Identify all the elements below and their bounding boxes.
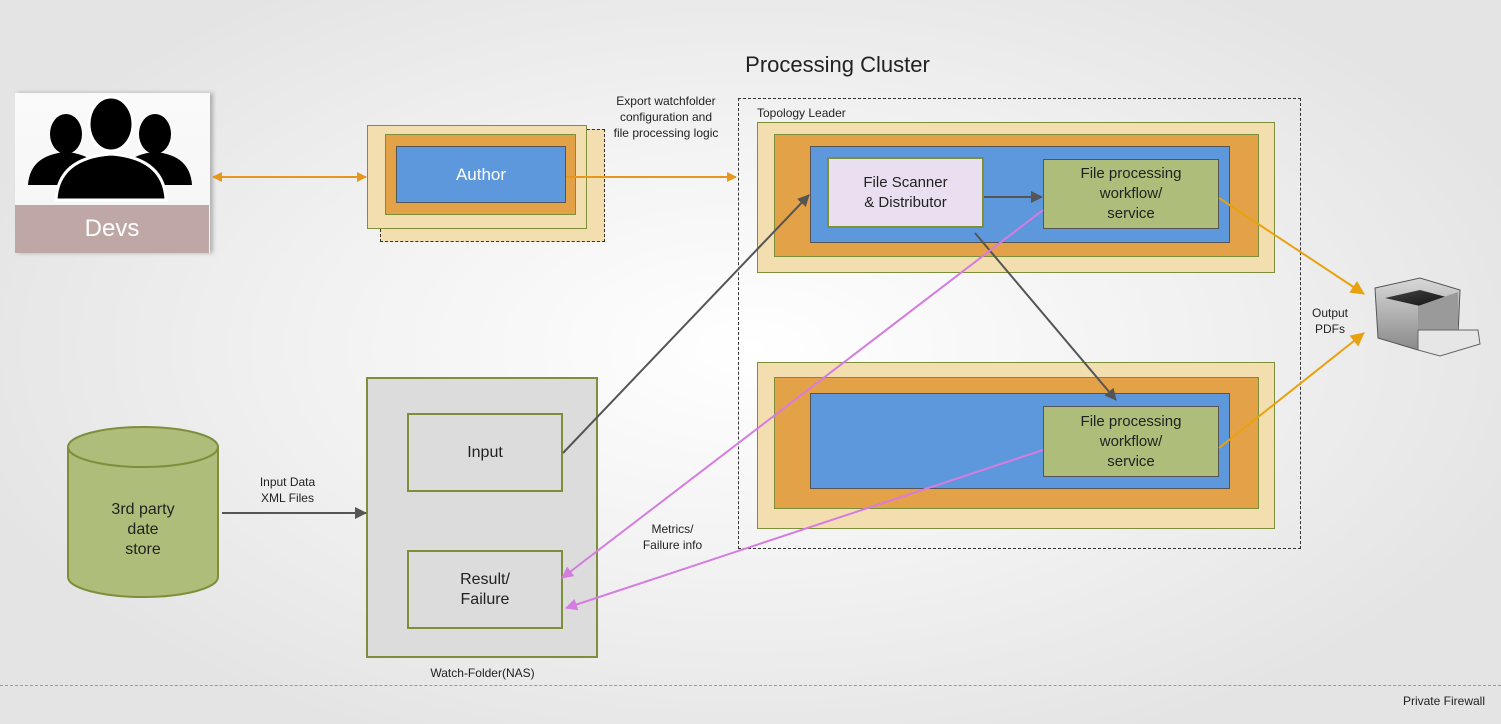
topology-leader-label: Topology Leader	[757, 106, 846, 120]
input-folder[interactable]: Input	[407, 413, 563, 492]
result-failure-folder[interactable]: Result/ Failure	[407, 550, 563, 629]
datastore-label: 3rd party date store	[111, 501, 175, 558]
page-title: Processing Cluster	[745, 52, 930, 77]
workflow-service-top[interactable]: File processing workflow/ service	[1043, 159, 1219, 229]
file-scanner-box[interactable]: File Scanner & Distributor	[827, 157, 984, 228]
firewall-label: Private Firewall	[1402, 694, 1485, 708]
input-data-note: Input Data XML Files	[259, 475, 316, 505]
devs-label: Devs	[15, 205, 209, 253]
workflow-service-bottom[interactable]: File processing workflow/ service	[1043, 406, 1219, 477]
firewall-line	[0, 685, 1501, 686]
author-box[interactable]: Author	[396, 146, 566, 203]
metrics-note: Metrics/ Failure info	[642, 522, 703, 552]
watch-folder-label: Watch-Folder(NAS)	[430, 666, 535, 680]
export-note: Export watchfolder configuration and fil…	[613, 94, 719, 140]
output-pdfs-note: Output PDFs	[1311, 306, 1349, 336]
